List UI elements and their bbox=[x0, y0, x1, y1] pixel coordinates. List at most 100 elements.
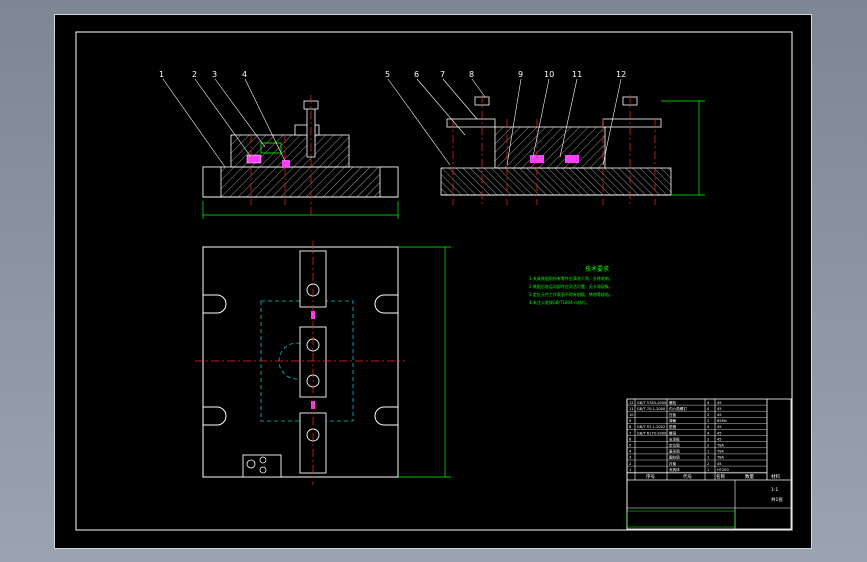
table-cell: 4 bbox=[707, 401, 710, 405]
header-cell: 数量 bbox=[745, 473, 754, 480]
header-cell: 序号 bbox=[646, 473, 655, 480]
table-cell: 定位销 bbox=[669, 443, 680, 448]
header-cell: 材料 bbox=[771, 473, 780, 480]
header-cell: 名称 bbox=[716, 473, 725, 480]
callout-label: 3 bbox=[212, 70, 217, 79]
table-cell: 螺母 bbox=[669, 430, 677, 435]
table-cell: 夹具体 bbox=[669, 467, 680, 472]
table-row: 2 衬套 2 45 bbox=[629, 461, 722, 466]
table-cell: 1 bbox=[629, 468, 631, 472]
table-cell: 9 bbox=[629, 419, 632, 423]
sheet-count: 共1张 bbox=[771, 496, 783, 503]
table-cell: 45 bbox=[717, 462, 722, 466]
callout-label: 8 bbox=[469, 70, 474, 79]
table-cell: 65Mn bbox=[717, 419, 727, 423]
cad-viewport[interactable]: 1 2 3 4 5 6 7 8 bbox=[54, 14, 812, 549]
table-cell: 压板 bbox=[669, 412, 677, 417]
table-cell: GB/T 70.1-2000 bbox=[637, 407, 666, 411]
table-cell: 垫圈 bbox=[669, 424, 677, 429]
callout-label: 5 bbox=[385, 70, 390, 79]
table-cell: 3 bbox=[629, 456, 631, 460]
front-view bbox=[202, 95, 399, 219]
callout-label: 11 bbox=[572, 70, 582, 79]
table-cell: 7 bbox=[629, 431, 631, 435]
table-cell: 2 bbox=[707, 413, 709, 417]
callout-label: 2 bbox=[192, 70, 197, 79]
table-cell: 4 bbox=[707, 425, 710, 429]
table-cell: 衬套 bbox=[669, 461, 677, 466]
technical-requirements: 技术要求 1.夹具装配前所有零件应清洗干净，去除毛刺。 2.装配后各运动部件应灵… bbox=[529, 265, 613, 305]
table-cell: 4 bbox=[707, 431, 710, 435]
header-cell: 代号 bbox=[683, 473, 692, 480]
table-cell: GB/T 6170-2000 bbox=[637, 431, 667, 435]
table-cell: HT200 bbox=[717, 468, 729, 472]
table-cell: 6 bbox=[629, 437, 632, 441]
table-cell: 2 bbox=[707, 437, 709, 441]
scale-value: 1:1 bbox=[771, 487, 778, 493]
table-cell: 45 bbox=[717, 437, 722, 441]
callout-label: 6 bbox=[414, 70, 419, 79]
table-cell: 45 bbox=[717, 431, 722, 435]
table-row: 10 压板 2 45 bbox=[629, 412, 722, 417]
table-cell: 圆柱销 bbox=[669, 455, 680, 460]
cad-drawing: 1 2 3 4 5 6 7 8 bbox=[75, 31, 793, 531]
side-view bbox=[440, 95, 705, 205]
plan-view bbox=[195, 241, 451, 485]
table-cell: 4 bbox=[707, 407, 710, 411]
table-cell: T8A bbox=[716, 450, 724, 454]
table-cell: 11 bbox=[629, 407, 634, 411]
table-cell: 1 bbox=[707, 456, 709, 460]
table-cell: 8 bbox=[629, 425, 632, 429]
table-cell: 螺栓 bbox=[669, 400, 677, 405]
callout-label: 7 bbox=[440, 70, 445, 79]
table-cell: 内六角螺钉 bbox=[669, 406, 687, 411]
callout-label: 10 bbox=[544, 70, 554, 79]
requirement-line: 4.未注公差按GB/T1804-m执行。 bbox=[529, 299, 590, 305]
table-cell: 10 bbox=[629, 413, 634, 417]
table-cell: 2 bbox=[707, 419, 709, 423]
requirement-line: 1.夹具装配前所有零件应清洗干净，去除毛刺。 bbox=[529, 275, 613, 281]
table-row: 6 支承板 2 45 bbox=[629, 436, 722, 441]
table-cell: 4 bbox=[629, 450, 632, 454]
table-cell: T8A bbox=[716, 444, 724, 448]
table-cell: GB/T 97.1-2002 bbox=[637, 425, 665, 429]
table-cell: 45 bbox=[717, 407, 722, 411]
parts-list-header: 序号 代号 名称 数量 材料 bbox=[646, 473, 780, 480]
table-cell: 支承板 bbox=[669, 436, 680, 441]
table-cell: T8A bbox=[716, 456, 724, 460]
table-cell: 45 bbox=[717, 401, 722, 405]
sheet-border bbox=[75, 31, 793, 531]
table-row: 8 GB/T 97.1-2002 垫圈 4 45 bbox=[629, 424, 722, 429]
table-cell: 菱形销 bbox=[669, 449, 680, 454]
table-cell: GB/T 5783-2000 bbox=[637, 401, 667, 405]
table-row: 4 菱形销 1 T8A bbox=[629, 449, 724, 454]
side-view-callouts: 5 6 7 8 9 10 11 12 bbox=[385, 70, 626, 166]
callout-label: 9 bbox=[518, 70, 523, 79]
table-cell: 45 bbox=[717, 425, 722, 429]
callout-label: 12 bbox=[616, 70, 626, 79]
table-cell: 5 bbox=[629, 444, 631, 448]
table-cell: 2 bbox=[707, 462, 709, 466]
table-cell: 45 bbox=[717, 413, 722, 417]
requirement-line: 2.装配后各运动部件应灵活可靠，无卡滞现象。 bbox=[529, 283, 613, 289]
table-cell: 1 bbox=[707, 450, 709, 454]
callout-label: 4 bbox=[242, 70, 247, 79]
table-row: 1 夹具体 1 HT200 bbox=[629, 467, 729, 472]
table-row: 5 定位销 2 T8A bbox=[629, 443, 724, 448]
table-cell: 2 bbox=[629, 462, 631, 466]
table-cell: 弹簧 bbox=[669, 418, 677, 423]
table-cell: 2 bbox=[707, 444, 709, 448]
table-cell: 12 bbox=[629, 401, 634, 405]
table-cell: 1 bbox=[707, 468, 709, 472]
requirements-title: 技术要求 bbox=[585, 265, 609, 273]
table-row: 3 圆柱销 1 T8A bbox=[629, 455, 724, 460]
table-row: 9 弹簧 2 65Mn bbox=[629, 418, 727, 423]
requirement-line: 3.定位元件工作表面不得有划痕、锈蚀等缺陷。 bbox=[529, 291, 613, 297]
front-view-callouts: 1 2 3 4 bbox=[159, 70, 286, 168]
callout-label: 1 bbox=[159, 70, 164, 79]
